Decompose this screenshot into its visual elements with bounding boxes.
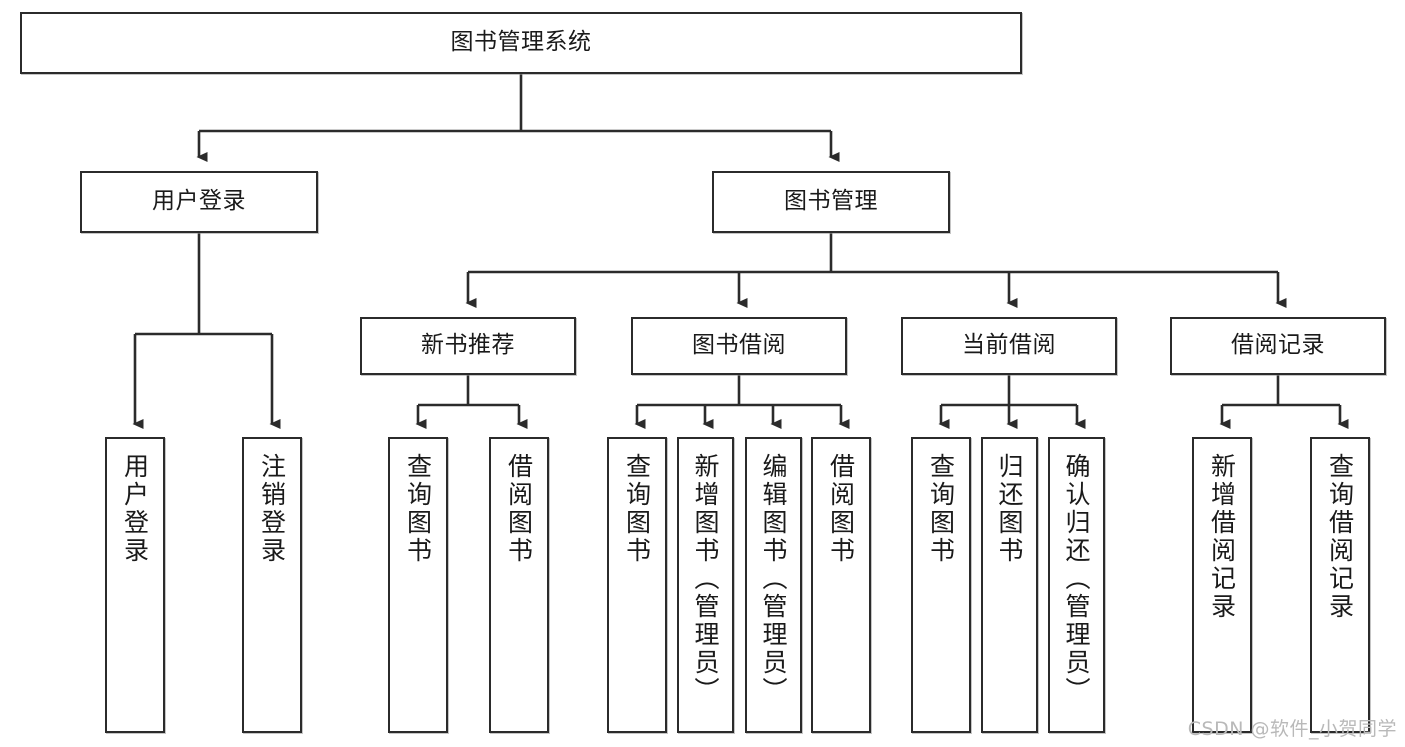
node-label: 图书管理 <box>784 188 878 215</box>
leaf-current-borrow-return-book[interactable]: 归还图书 <box>981 437 1038 733</box>
leaf-new-book-query-book[interactable]: 查询图书 <box>388 437 448 733</box>
node-label: 图书管理系统 <box>450 29 592 56</box>
leaf-user-login-logout[interactable]: 注销登录 <box>242 437 302 733</box>
node-label: 归还图书 <box>995 453 1024 565</box>
node-label: 借阅图书 <box>826 453 856 565</box>
node-label: 查询图书 <box>403 453 433 565</box>
node-label: 查询借阅记录 <box>1325 453 1355 621</box>
node-root-book-management-system[interactable]: 图书管理系统 <box>20 12 1022 74</box>
node-label: 注销登录 <box>257 453 287 565</box>
node-label: 新书推荐 <box>421 332 515 359</box>
node-label: 确认归还（管理员） <box>1062 453 1091 705</box>
leaf-borrow-record-query-record[interactable]: 查询借阅记录 <box>1310 437 1370 733</box>
leaf-user-login-login[interactable]: 用户登录 <box>105 437 165 733</box>
leaf-book-borrow-query-book[interactable]: 查询图书 <box>607 437 667 733</box>
node-book-management[interactable]: 图书管理 <box>712 171 950 233</box>
node-label: 用户登录 <box>152 188 246 215</box>
node-label: 新增图书（管理员） <box>691 453 720 705</box>
node-label: 借阅记录 <box>1231 332 1325 359</box>
node-borrow-record[interactable]: 借阅记录 <box>1170 317 1386 375</box>
leaf-book-borrow-edit-book[interactable]: 编辑图书（管理员） <box>745 437 802 733</box>
leaf-new-book-borrow-book[interactable]: 借阅图书 <box>489 437 549 733</box>
leaf-book-borrow-borrow-book[interactable]: 借阅图书 <box>811 437 871 733</box>
node-user-login[interactable]: 用户登录 <box>80 171 318 233</box>
node-label: 图书借阅 <box>692 332 786 359</box>
node-book-borrow[interactable]: 图书借阅 <box>631 317 847 375</box>
node-label: 查询图书 <box>926 453 956 565</box>
node-label: 新增借阅记录 <box>1207 453 1237 621</box>
leaf-current-borrow-confirm-return[interactable]: 确认归还（管理员） <box>1048 437 1105 733</box>
node-new-book-recommend[interactable]: 新书推荐 <box>360 317 576 375</box>
node-current-borrow[interactable]: 当前借阅 <box>901 317 1117 375</box>
node-label: 用户登录 <box>120 453 150 565</box>
node-label: 当前借阅 <box>962 332 1056 359</box>
leaf-current-borrow-query-book[interactable]: 查询图书 <box>911 437 971 733</box>
node-label: 查询图书 <box>622 453 652 565</box>
watermark-text: CSDN @软件_小贺同学 <box>1187 718 1397 740</box>
node-label: 借阅图书 <box>504 453 534 565</box>
leaf-book-borrow-add-book[interactable]: 新增图书（管理员） <box>677 437 734 733</box>
leaf-borrow-record-add-record[interactable]: 新增借阅记录 <box>1192 437 1252 733</box>
node-label: 编辑图书（管理员） <box>759 453 788 705</box>
